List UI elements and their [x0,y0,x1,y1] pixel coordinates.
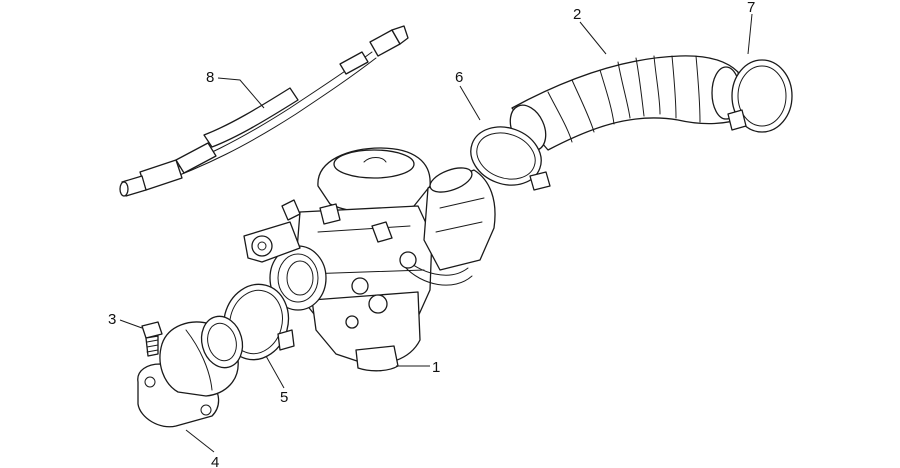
callout-1: 1 [432,359,440,376]
callout-8: 8 [206,69,214,86]
leader-3 [119,319,143,329]
part-2-intake-hose [509,55,743,152]
callout-6: 6 [455,69,463,86]
callout-labels: 1 2 3 4 5 6 7 8 [108,0,755,468]
part-8-cable [119,25,409,197]
part-6-clamp [470,126,551,191]
part-3-bolt [141,321,163,357]
callout-4: 4 [211,454,219,468]
callout-5: 5 [280,389,288,406]
leader-7 [747,13,753,55]
part-4-intake-manifold [137,315,244,428]
leader-6 [459,85,481,121]
callout-2: 2 [573,6,581,23]
leader-4 [185,429,215,453]
callout-3: 3 [108,311,116,328]
part-1-carburetor [243,147,496,372]
leader-5 [265,355,285,389]
leader-lines [119,13,753,453]
part-7-clamp [727,59,793,133]
callout-7: 7 [747,0,755,16]
leader-8 [217,77,265,109]
leader-2 [579,21,607,55]
